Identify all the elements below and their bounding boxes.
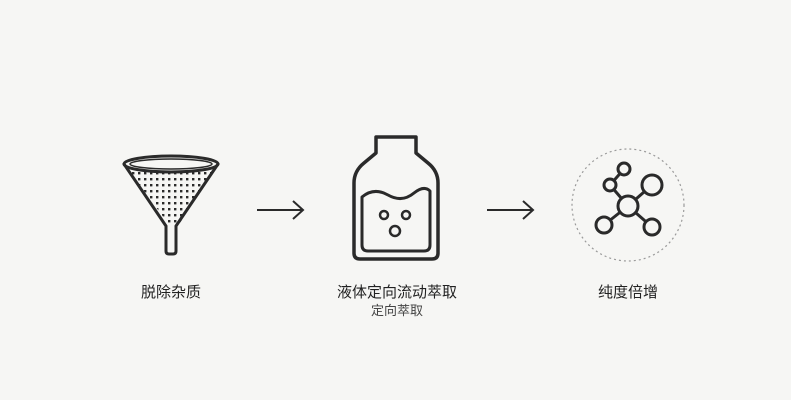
molecule-icon bbox=[571, 148, 685, 262]
step-2-label: 液体定向流动萃取 bbox=[336, 283, 458, 301]
arrow-right-icon bbox=[487, 200, 535, 220]
step-1-label: 脱除杂质 bbox=[140, 283, 202, 301]
step-2-sublabel: 定向萃取 bbox=[370, 304, 424, 319]
liquid-flask-icon bbox=[352, 135, 440, 261]
arrow-right-icon bbox=[257, 200, 305, 220]
step-3-label: 纯度倍增 bbox=[597, 283, 659, 301]
funnel-filter-icon bbox=[122, 154, 220, 256]
